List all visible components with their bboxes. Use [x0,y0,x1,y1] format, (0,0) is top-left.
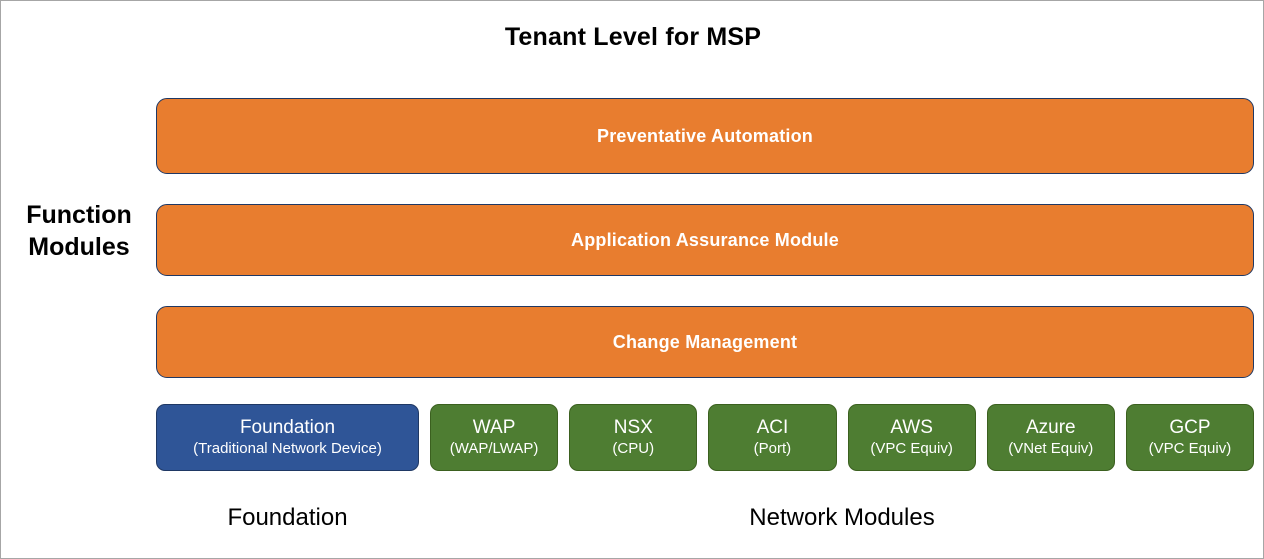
module-subtitle: (Traditional Network Device) [193,440,382,458]
module-title: Azure [1025,417,1076,439]
module-box-nsx[interactable]: NSX (CPU) [569,404,698,471]
category-label-foundation: Foundation [227,504,348,531]
module-row: Foundation (Traditional Network Device) … [156,404,1255,471]
module-title: ACI [756,417,789,439]
module-title: Foundation [239,417,336,439]
module-subtitle: (WAP/LWAP) [449,440,539,458]
page-title: Tenant Level for MSP [504,23,762,51]
function-bar-label: Preventative Automation [597,125,813,146]
module-title: NSX [613,417,653,439]
function-bar-application-assurance[interactable]: Application Assurance Module [156,204,1254,276]
module-subtitle: (VNet Equiv) [1008,440,1094,458]
function-bar-label: Application Assurance Module [571,229,839,250]
module-title: GCP [1169,417,1211,439]
module-box-wap[interactable]: WAP (WAP/LWAP) [430,404,559,471]
module-title: WAP [472,417,516,439]
module-box-aws[interactable]: AWS (VPC Equiv) [847,404,976,471]
function-bar-preventative-automation[interactable]: Preventative Automation [156,98,1254,174]
function-modules-axis-label: Function Modules [9,199,149,263]
module-subtitle: (CPU) [612,440,655,458]
module-box-foundation[interactable]: Foundation (Traditional Network Device) [156,404,419,471]
function-modules-label-line2: Modules [28,233,130,261]
category-label-network-modules: Network Modules [749,504,935,531]
module-box-aci[interactable]: ACI (Port) [708,404,837,471]
function-bar-label: Change Management [612,331,798,352]
function-modules-label-line1: Function [26,201,132,229]
module-box-gcp[interactable]: GCP (VPC Equiv) [1125,404,1255,471]
module-subtitle: (VPC Equiv) [1148,440,1232,458]
module-box-azure[interactable]: Azure (VNet Equiv) [986,404,1115,471]
module-subtitle: (VPC Equiv) [870,440,953,458]
module-title: AWS [890,417,933,439]
function-bar-change-management[interactable]: Change Management [156,306,1254,378]
module-subtitle: (Port) [753,440,792,458]
